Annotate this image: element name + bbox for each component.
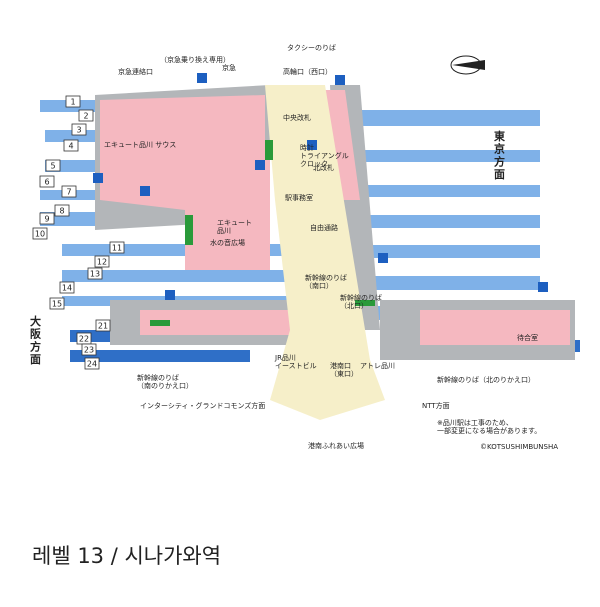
concourse [100,90,570,345]
platform-number: 15 [52,300,62,309]
label-station-office: 駅事務室 [285,193,313,202]
platform-number-box: 9 [39,212,55,225]
label-keikyu-exit: 京急連絡口 [118,67,153,76]
info-icons [93,73,548,300]
label-mizunooto: 水の音広場 [210,238,245,247]
platform-number: 10 [35,230,45,239]
label-clock: 時計トライアングルクロック [300,143,349,168]
platform-number: 3 [76,126,81,135]
label-shinkansen-kita: 新幹線のりば（北のりかえ口） [437,375,535,384]
label-copyright: ©KOTSUSHIMBUNSHA [480,443,558,451]
label-konan: 港南口（東口） [330,361,358,378]
platform-number: 1 [70,98,75,107]
caption: 레벨 13 / 시나가와역 [32,544,222,568]
platform-number-box: 22 [76,332,92,345]
platform-number: 7 [66,188,71,197]
label-ntt: NTT方面 [422,401,450,410]
label-chuo: 中央改札 [283,113,311,122]
label-osaka: 大阪方面 [30,314,42,366]
platform-number-box: 24 [84,357,100,370]
label-shinkansen-north: 新幹線のりば（北口） [340,293,382,310]
platform-number: 21 [98,322,108,331]
platform-number-box: 23 [81,343,97,356]
platform-number-box: 21 [95,319,111,332]
label-keikyu: 京急 [222,63,236,72]
platform-number-box: 11 [109,241,125,254]
platform-number-box: 10 [32,227,48,240]
platform-number: 24 [87,360,97,369]
label-konan-square: 港南ふれあい広場 [308,441,364,450]
platform-number-box: 12 [94,255,110,268]
label-taxi: タクシーのりば [287,43,336,52]
platform-number: 9 [44,215,49,224]
platform-number: 14 [62,284,72,293]
label-keikyu-transfer: （京急乗り換え専用） [160,55,230,64]
platform-number-box: 2 [78,109,94,122]
label-intercity: インターシティ・グランドコモンズ方面 [140,401,265,410]
label-jr-east: JR品川イーストビル [274,354,317,370]
platform-number: 8 [59,207,64,216]
label-ecute2: エキュート品川 [217,219,252,235]
platform-number: 5 [50,162,55,171]
platform-number-box: 5 [45,159,61,172]
platform-number-box: 8 [54,204,70,217]
label-note: ※品川駅は工事のため、一部変更になる場合があります。 [437,418,541,435]
platform-number: 4 [68,142,73,151]
label-tokyo: 東京方面 [494,129,506,181]
platform-number-box: 4 [63,139,79,152]
platform-number-box: 15 [49,297,65,310]
label-jiyu: 自由通路 [310,223,338,232]
platform-number-box: 1 [65,95,81,108]
platform-number: 11 [112,244,122,253]
platform-number: 2 [83,112,88,121]
platform-number: 22 [79,335,89,344]
platform-number-box: 14 [59,281,75,294]
label-takanawa: 高輪口（西口） [283,67,332,76]
gates [150,140,375,326]
platform-number: 12 [97,258,107,267]
platform-number-box: 3 [71,123,87,136]
compass-icon [450,55,485,75]
label-ecute: エキュート品川 サウス [104,141,176,149]
platform-number: 6 [44,178,49,187]
platform-number-box: 7 [61,185,77,198]
platform-number: 23 [84,346,94,355]
label-waiting: 待合室 [517,333,538,342]
label-shinkansen-minami: 新幹線のりば（南のりかえ口） [137,373,193,390]
label-atre: アトレ品川 [360,362,395,370]
free-passage [265,85,385,420]
platform-number-box: 6 [39,175,55,188]
platform-number-box: 13 [87,267,103,280]
platform-number: 13 [90,270,100,279]
label-kitakaisatsu: 北改札 [313,163,334,172]
label-shinkansen-south: 新幹線のりば（南口） [305,273,347,290]
